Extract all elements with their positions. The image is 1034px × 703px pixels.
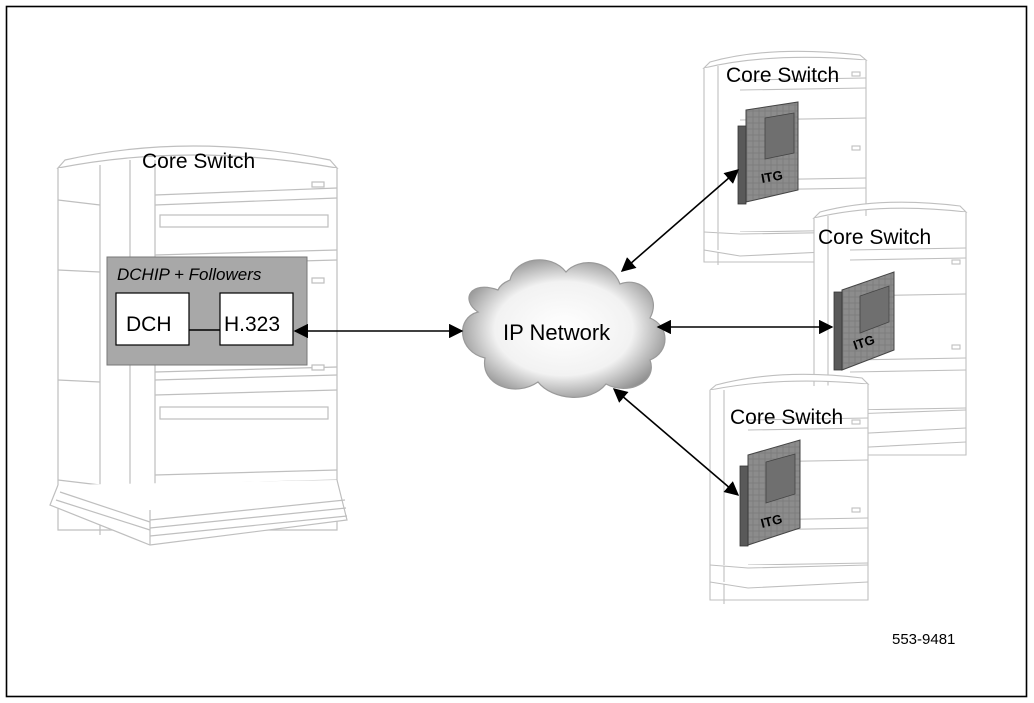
itg-label-bottom: ITG bbox=[759, 511, 784, 531]
arrow-network-switch-top bbox=[620, 169, 740, 272]
ip-network-label: IP Network bbox=[503, 320, 611, 345]
dchip-panel: DCHIP + Followers DCH H.323 bbox=[106, 256, 308, 366]
ip-network-cloud: IP Network bbox=[462, 259, 666, 398]
dch-label: DCH bbox=[126, 313, 172, 336]
h323-box bbox=[219, 292, 294, 346]
connection-arrows bbox=[293, 169, 834, 496]
main-switch-label: Core Switch bbox=[142, 150, 255, 173]
itg-card-middle: ITG bbox=[833, 271, 895, 371]
itg-card-top: ITG bbox=[737, 101, 799, 205]
dch-box bbox=[115, 292, 190, 346]
switch-bottom-label: Core Switch bbox=[730, 406, 843, 429]
itg-card-bottom: ITG bbox=[739, 439, 801, 547]
arrow-network-switch-bottom bbox=[612, 388, 740, 496]
core-switch-bottom: ITG Core Switch bbox=[709, 373, 870, 604]
switch-middle-label: Core Switch bbox=[818, 226, 931, 249]
itg-label-middle: ITG bbox=[851, 332, 876, 353]
switch-top-label: Core Switch bbox=[726, 64, 839, 87]
itg-label-top: ITG bbox=[760, 167, 784, 186]
h323-label: H.323 bbox=[224, 313, 280, 336]
dchip-panel-label: DCHIP + Followers bbox=[117, 265, 262, 284]
figure-id: 553-9481 bbox=[892, 631, 955, 648]
